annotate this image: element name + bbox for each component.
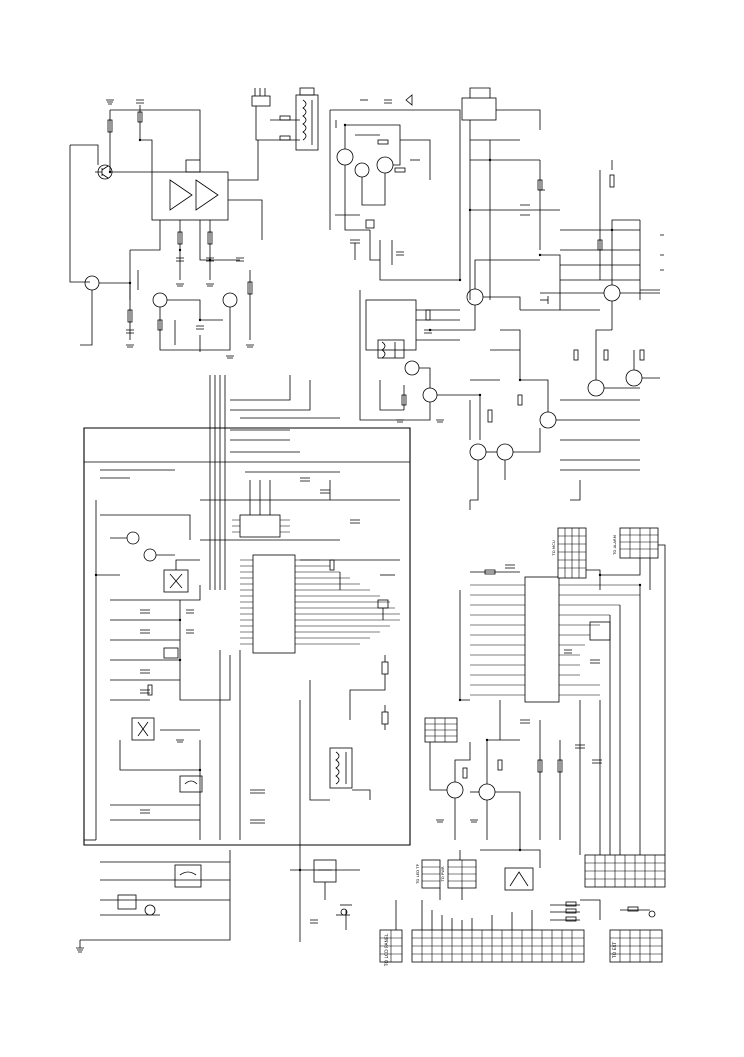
bottom-left-power <box>76 700 360 953</box>
label-to-lcd-panel: TO LCD PANEL <box>384 933 390 967</box>
mcu-section <box>83 375 411 846</box>
right-ic-section <box>459 527 666 840</box>
bottom-right-drivers <box>424 700 666 891</box>
label-to-pwr: TO PWR <box>440 866 445 883</box>
mcu-pins-left <box>240 559 253 645</box>
label-to-led-tp: TO LED TP <box>415 863 420 884</box>
label-to-ext: TO EXT <box>612 942 618 960</box>
right-ic-pins-right <box>559 584 640 696</box>
audio-amplifier-section <box>69 87 319 359</box>
mcu-pins-right <box>295 559 400 645</box>
junction-dots <box>94 123 642 872</box>
power-section <box>430 87 664 331</box>
connector-labels: TO LCD PANEL TO EXT TO MCU TO ALARM TO L… <box>384 535 618 967</box>
oscillator-section <box>329 94 461 281</box>
label-to-mcu: TO MCU <box>551 540 556 556</box>
bottom-connectors <box>340 859 663 963</box>
driver-section <box>359 290 660 510</box>
label-to-alarm: TO ALARM <box>612 535 617 556</box>
right-ic-pins-left <box>470 584 525 696</box>
